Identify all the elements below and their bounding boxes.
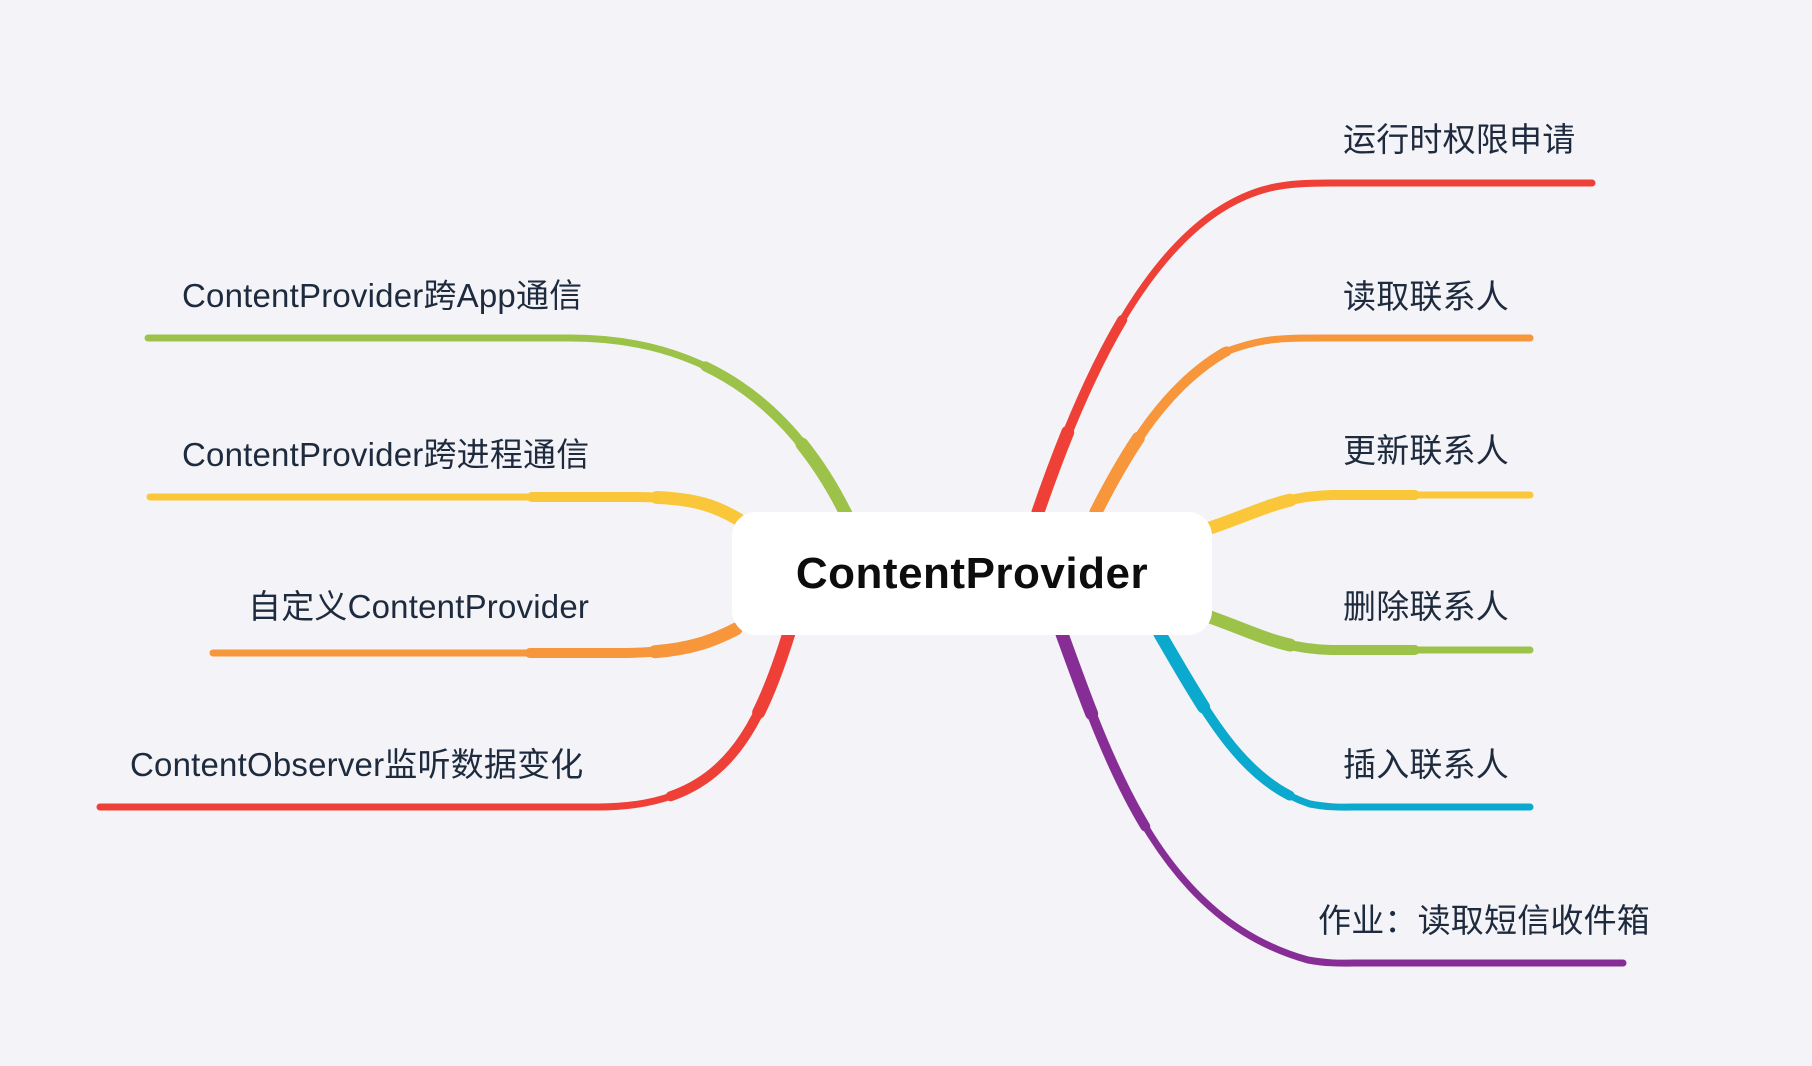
branch-line-delete-contacts	[1203, 610, 1537, 657]
branch-label-content-observer[interactable]: ContentObserver监听数据变化	[130, 746, 584, 783]
branch-line-update-contacts	[1203, 488, 1537, 535]
branch-label-custom-provider[interactable]: 自定义ContentProvider	[248, 588, 590, 625]
branch-label-cross-app[interactable]: ContentProvider跨App通信	[182, 277, 583, 314]
root-node[interactable]: ContentProvider	[732, 512, 1212, 635]
branch-label-cross-process[interactable]: ContentProvider跨进程通信	[182, 436, 590, 473]
branch-label-homework-sms[interactable]: 作业：读取短信收件箱	[1318, 902, 1650, 939]
root-node-label: ContentProvider	[795, 548, 1149, 598]
branch-line-content-observer	[93, 626, 796, 814]
branch-line-read-contacts	[1089, 331, 1537, 519]
branch-label-read-contacts[interactable]: 读取联系人	[1343, 278, 1509, 315]
branch-label-update-contacts[interactable]: 更新联系人	[1343, 432, 1509, 469]
branch-line-homework-sms	[1055, 627, 1630, 970]
branch-line-cross-process	[143, 490, 745, 526]
branch-line-cross-app	[141, 331, 854, 523]
branch-label-runtime-permission[interactable]: 运行时权限申请	[1343, 121, 1576, 158]
branch-line-runtime-permission	[1031, 176, 1599, 519]
branch-label-insert-contacts[interactable]: 插入联系人	[1343, 746, 1509, 783]
branch-label-delete-contacts[interactable]: 删除联系人	[1343, 588, 1509, 625]
branch-line-insert-contacts	[1153, 627, 1537, 814]
branch-line-custom-provider	[206, 622, 743, 660]
